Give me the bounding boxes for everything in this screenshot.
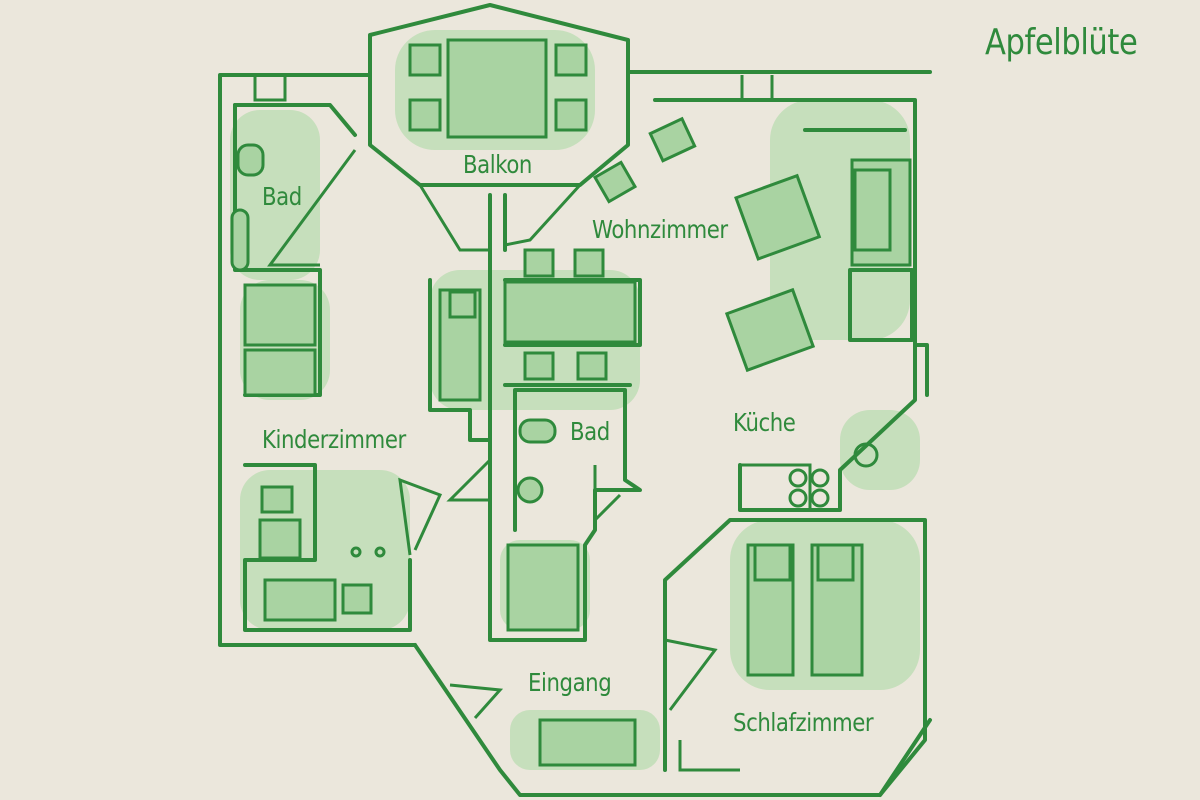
room-label-bad-middle: Bad	[570, 417, 610, 446]
room-label-wohnzimmer: Wohnzimmer	[592, 215, 728, 244]
room-label-eingang: Eingang	[528, 668, 612, 697]
furniture	[230, 38, 912, 767]
room-label-balkon: Balkon	[463, 150, 532, 179]
walls	[218, 3, 932, 797]
room-label-kinderzimmer: Kinderzimmer	[262, 425, 406, 454]
plan-title: Apfelblüte	[985, 22, 1138, 63]
room-label-bad-top: Bad	[262, 182, 302, 211]
room-label-kueche: Küche	[733, 408, 796, 437]
room-label-schlafzimmer: Schlafzimmer	[733, 708, 874, 737]
